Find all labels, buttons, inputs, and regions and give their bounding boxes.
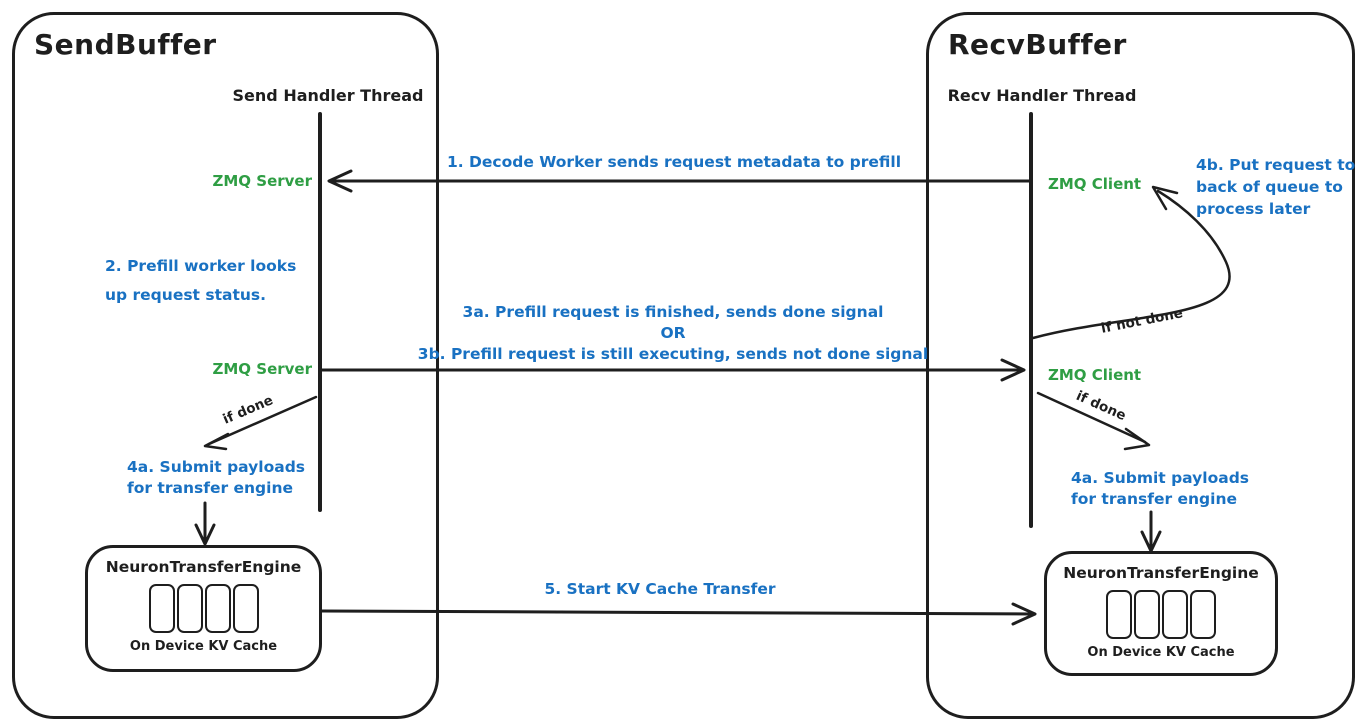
step3-label: 3a. Prefill request is finished, sends d…	[417, 303, 929, 363]
kv-cache-slot	[148, 584, 175, 633]
zmq-client-top-label: ZMQ Client	[1048, 175, 1142, 193]
kv-cache-slot	[1190, 590, 1216, 639]
step2-label: 2. Prefill worker looks up request statu…	[105, 257, 297, 304]
send-buffer-container	[12, 12, 439, 719]
step4b-label: 4b. Put request to back of queue to proc…	[1196, 156, 1356, 218]
send-handler-thread-label: Send Handler Thread	[232, 86, 424, 105]
zmq-server-top-label: ZMQ Server	[212, 172, 313, 190]
recv-transfer-engine-box: NeuronTransferEngine On Device KV Cache	[1044, 551, 1278, 676]
recv-buffer-container	[926, 12, 1355, 719]
zmq-client-bottom-label: ZMQ Client	[1048, 366, 1142, 384]
kv-cache-slot	[1106, 590, 1132, 639]
kv-cache-slot	[176, 584, 203, 633]
kv-cache-slot	[1134, 590, 1160, 639]
send-kv-slots	[148, 584, 259, 633]
send-cache-label: On Device KV Cache	[129, 639, 278, 654]
zmq-server-bottom-label: ZMQ Server	[212, 360, 313, 378]
kv-cache-slot	[1162, 590, 1188, 639]
recv-buffer-title: RecvBuffer	[948, 28, 1127, 61]
step4a-send-label: 4a. Submit payloads for transfer engine	[127, 458, 306, 497]
step5-label: 5. Start KV Cache Transfer	[544, 580, 776, 598]
step4a-recv-label: 4a. Submit payloads for transfer engine	[1071, 469, 1250, 508]
send-transfer-engine-box: NeuronTransferEngine On Device KV Cache	[85, 545, 322, 672]
step1-label: 1. Decode Worker sends request metadata …	[446, 153, 902, 171]
recv-handler-thread-label: Recv Handler Thread	[947, 86, 1137, 105]
recv-engine-title: NeuronTransferEngine	[1063, 564, 1259, 582]
kv-cache-slot	[232, 584, 259, 633]
kv-cache-slot	[204, 584, 231, 633]
recv-kv-slots	[1106, 590, 1216, 639]
send-engine-title: NeuronTransferEngine	[105, 558, 302, 576]
send-buffer-title: SendBuffer	[34, 28, 217, 61]
recv-cache-label: On Device KV Cache	[1087, 645, 1235, 660]
